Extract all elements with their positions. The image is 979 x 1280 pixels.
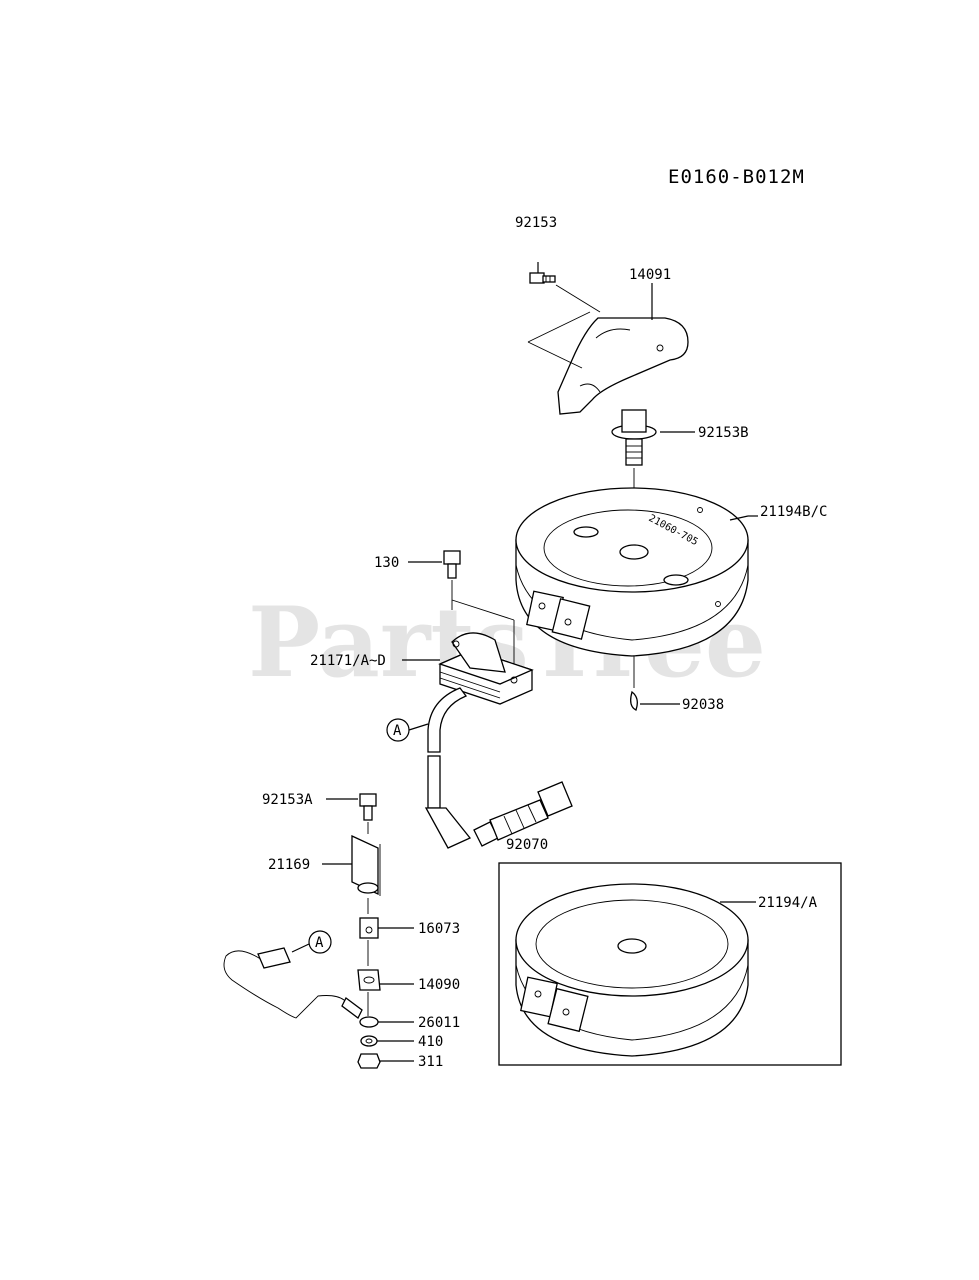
callout-92153A[interactable]: 92153A bbox=[262, 792, 313, 808]
part-21169-ground-strip[interactable] bbox=[351, 834, 381, 896]
part-21171-ignition-coil[interactable] bbox=[438, 632, 534, 705]
part-92153-bolt[interactable] bbox=[529, 272, 556, 284]
callout-92153B[interactable]: 92153B bbox=[698, 425, 749, 441]
spark-plug bbox=[473, 781, 573, 847]
callout-21194A[interactable]: 21194/A bbox=[758, 895, 818, 911]
callout-21194BC[interactable]: 21194B/C bbox=[760, 504, 827, 520]
part-26011-washer[interactable] bbox=[359, 1016, 379, 1028]
callout-26011[interactable]: 26011 bbox=[418, 1015, 460, 1031]
part-16073[interactable] bbox=[359, 917, 379, 939]
part-311-nut[interactable] bbox=[357, 1053, 381, 1069]
callout-14091[interactable]: 14091 bbox=[629, 267, 671, 283]
part-14090[interactable] bbox=[357, 969, 381, 991]
diagram-code: E0160-B012M bbox=[668, 166, 805, 188]
svg-text:A: A bbox=[315, 935, 324, 951]
connector-marker-bottom[interactable]: A bbox=[308, 930, 332, 954]
callout-130[interactable]: 130 bbox=[374, 555, 399, 571]
connector-marker-top[interactable]: A bbox=[386, 718, 410, 742]
callout-21171[interactable]: 21171/A~D bbox=[310, 653, 386, 669]
part-21194A-flywheel[interactable] bbox=[515, 883, 749, 1057]
ht-lead bbox=[424, 687, 472, 849]
callout-16073[interactable]: 16073 bbox=[418, 921, 460, 937]
part-92038-key[interactable] bbox=[630, 690, 638, 711]
part-92153A-bolt[interactable] bbox=[359, 793, 377, 821]
ground-wire bbox=[223, 947, 363, 1019]
part-14091-cover[interactable] bbox=[557, 317, 689, 415]
part-92153B-bolt[interactable] bbox=[611, 409, 657, 466]
part-130-bolt[interactable] bbox=[443, 550, 461, 579]
callout-92153[interactable]: 92153 bbox=[515, 215, 557, 231]
part-21194BC-flywheel[interactable]: 21060-705 bbox=[515, 487, 749, 657]
callout-410[interactable]: 410 bbox=[418, 1034, 443, 1050]
callout-14090[interactable]: 14090 bbox=[418, 977, 460, 993]
inset-box-92070 bbox=[498, 862, 842, 1066]
svg-text:A: A bbox=[393, 723, 402, 739]
part-410-washer[interactable] bbox=[360, 1035, 378, 1047]
callout-21169[interactable]: 21169 bbox=[268, 857, 310, 873]
callout-92038[interactable]: 92038 bbox=[682, 697, 724, 713]
callout-92070[interactable]: 92070 bbox=[506, 837, 548, 853]
callout-311[interactable]: 311 bbox=[418, 1054, 443, 1070]
